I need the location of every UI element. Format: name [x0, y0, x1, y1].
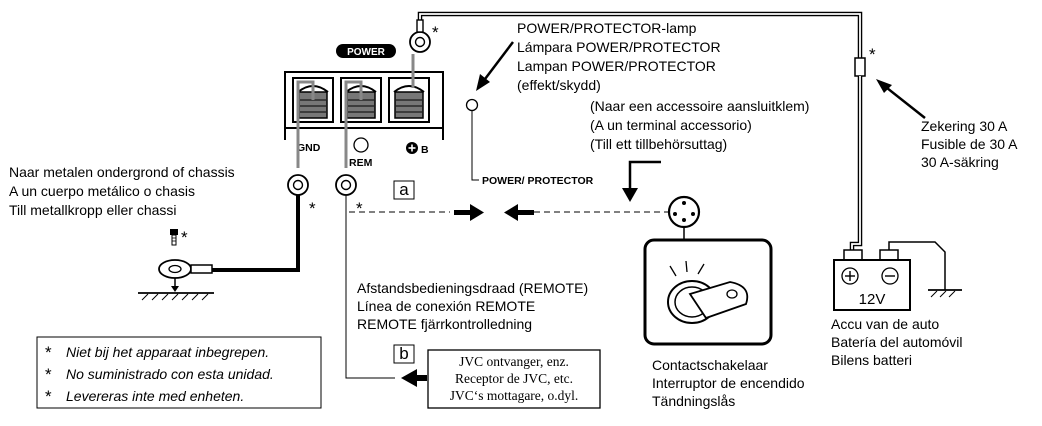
ignition-switch	[667, 195, 701, 240]
lamp-caption-nl: POWER/PROTECTOR-lamp	[517, 20, 697, 36]
footnote-mark-2: *	[45, 365, 52, 384]
b-label: B	[421, 144, 429, 156]
remote-caption-nl: Afstandsbedieningsdraad (REMOTE)	[357, 280, 588, 296]
fuse-caption-nl: Zekering 30 A	[921, 118, 1008, 134]
power-badge-text: POWER	[347, 47, 386, 58]
battery-caption-sv: Bilens batteri	[831, 352, 912, 368]
ignition-caption-sv: Tändningslås	[652, 393, 735, 409]
fuse-asterisk: *	[869, 45, 876, 64]
box-b	[393, 344, 415, 364]
gnd-terminal-asterisk: *	[309, 199, 316, 218]
rem-wire	[335, 80, 450, 379]
box-a-label: a	[399, 180, 409, 199]
footnote-mark-1: *	[45, 343, 52, 362]
remote-caption-es: Línea de conexión REMOTE	[357, 298, 535, 314]
lamp-caption-sv: Lampan POWER/PROTECTOR	[517, 58, 716, 74]
fuse-caption-sv: 30 A-säkring	[921, 154, 999, 170]
rem-label: REM	[349, 157, 373, 169]
footnote-text-1: Niet bij het apparaat inbegrepen.	[66, 344, 269, 360]
lamp-pointer-arrow	[476, 41, 514, 91]
accessory-caption-es: (A un terminal accessorio)	[590, 117, 752, 133]
power-badge: POWER	[336, 44, 396, 58]
remote-caption-sv: REMOTE fjärrkontrolledning	[357, 316, 532, 332]
connect-arrow-left	[504, 204, 534, 221]
power-ring-terminal	[409, 19, 431, 53]
ignition-key-box	[643, 238, 773, 346]
battery-caption-nl: Accu van de auto	[831, 316, 939, 332]
box-a	[393, 180, 415, 200]
receiver-box-line-1: JVC ontvanger, enz.	[459, 354, 569, 369]
fuse	[854, 57, 866, 232]
fuse-pointer-arrow	[876, 79, 926, 119]
ignition-caption-es: Interruptor de encendido	[652, 375, 805, 391]
footnote-box	[36, 336, 322, 409]
power-protector-label: POWER/ PROTECTOR	[482, 175, 594, 187]
power-wire	[411, 11, 863, 88]
gnd-wire	[212, 80, 315, 272]
ignition-caption-nl: Contactschakelaar	[652, 357, 768, 373]
gnd-label: GND	[297, 142, 321, 154]
receiver-box-line-2: Receptor de JVC, etc.	[455, 371, 573, 386]
chassis-caption-nl: Naar metalen ondergrond of chassis	[9, 164, 235, 180]
battery-voltage-label: 12V	[859, 291, 886, 308]
rem-indicator-circle	[353, 137, 369, 153]
footnote-text-2: No suministrado con esta unidad.	[66, 366, 274, 382]
chassis-caption-sv: Till metallkropp eller chassi	[9, 202, 177, 218]
ground-screw-icon	[170, 229, 178, 246]
receiver-box	[427, 349, 601, 409]
power-terminal-asterisk: *	[432, 23, 439, 42]
lamp-caption-sv-sub: (effekt/skydd)	[517, 77, 601, 93]
footnote-mark-3: *	[45, 387, 52, 406]
b-terminal-screw	[388, 77, 430, 123]
receiver-arrow	[401, 369, 427, 387]
fuse-caption-es: Fusible de 30 A	[921, 136, 1018, 152]
amplifier-terminal-block	[284, 71, 444, 140]
accessory-pointer-arrow	[622, 160, 661, 202]
box-b-label: b	[399, 344, 408, 363]
ground-screw-asterisk: *	[181, 228, 188, 247]
accessory-caption-nl: (Naar een accessoire aansluitklem)	[590, 98, 809, 114]
battery	[833, 232, 962, 311]
power-protector-lamp	[465, 98, 479, 112]
plus-b-icon	[406, 142, 418, 154]
lamp-leader-line	[471, 111, 479, 181]
footnote-text-3: Levereras inte med enheten.	[66, 388, 244, 404]
chassis-caption-es: A un cuerpo metálico o chasis	[9, 183, 195, 199]
rem-terminal-asterisk: *	[356, 199, 363, 218]
accessory-caption-sv: (Till ett tillbehörsuttag)	[590, 136, 727, 152]
receiver-box-line-3: JVC‘s mottagare, o.dyl.	[450, 388, 579, 403]
chassis-ground-terminal	[138, 259, 214, 301]
lamp-caption-es: Lámpara POWER/PROTECTOR	[517, 39, 721, 55]
connect-arrow-right	[454, 204, 484, 221]
battery-caption-es: Batería del automóvil	[831, 334, 963, 350]
